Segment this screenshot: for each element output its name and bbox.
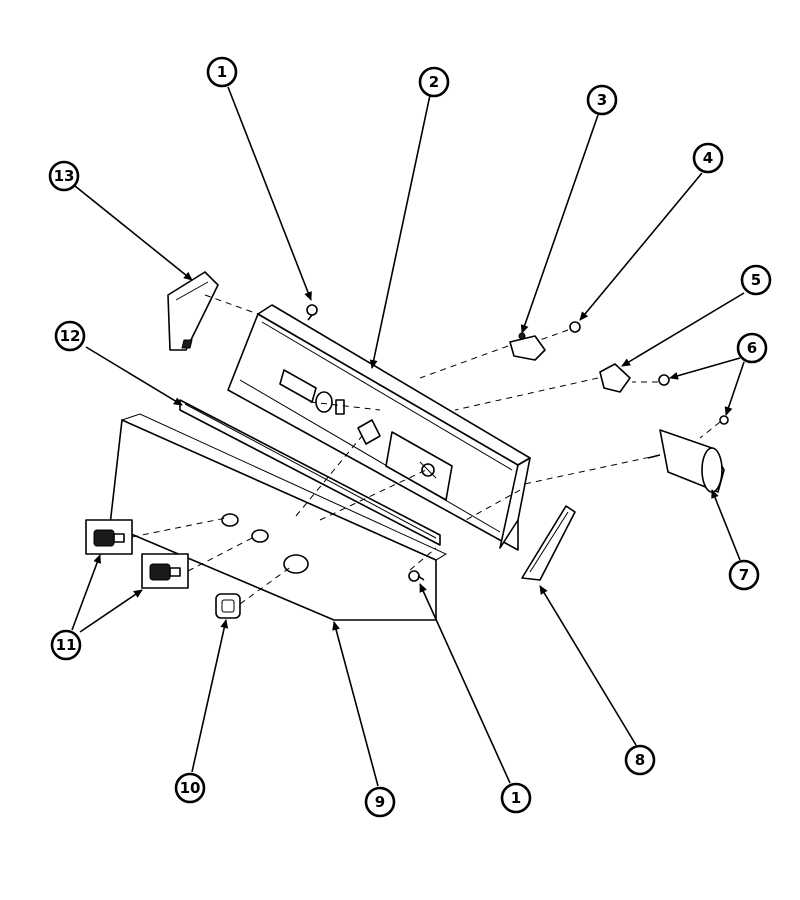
callout-8: 8 <box>624 744 656 776</box>
console-panel <box>227 304 531 551</box>
callout-6: 6 <box>736 332 768 364</box>
trim-strip <box>179 399 441 546</box>
callout-10: 10 <box>174 772 206 804</box>
screw-bottom <box>408 570 425 582</box>
screw-top <box>306 304 318 321</box>
callout-label: 7 <box>739 566 749 584</box>
callout-4: 4 <box>692 142 724 174</box>
timer-part-7 <box>647 429 725 493</box>
knob-box-lower <box>141 553 189 589</box>
left-end-cap <box>167 271 219 351</box>
bracket-part-5 <box>599 363 631 393</box>
callout-label: 2 <box>429 73 439 91</box>
front-panel <box>109 413 448 621</box>
callout-label: 13 <box>54 167 75 185</box>
callout-2: 2 <box>418 66 450 98</box>
callout-12: 12 <box>54 320 86 352</box>
callout-label: 11 <box>56 636 77 654</box>
callout-label: 9 <box>375 793 385 811</box>
callout-5: 5 <box>740 264 772 296</box>
callout-label: 1 <box>217 63 227 81</box>
knob-part-10 <box>215 593 241 619</box>
screw-part-4 <box>569 321 581 333</box>
callout-label: 4 <box>703 149 713 167</box>
screw-part-6b <box>719 415 729 425</box>
callout-1-bottom: 1 <box>500 782 532 814</box>
callout-label: 8 <box>635 751 645 769</box>
callout-1-top: 1 <box>206 56 238 88</box>
callout-11: 11 <box>50 629 82 661</box>
callout-13: 13 <box>48 160 80 192</box>
assembly-lines <box>131 294 721 605</box>
callout-label: 12 <box>60 327 81 345</box>
callout-label: 1 <box>511 789 521 807</box>
callout-label: 5 <box>751 271 761 289</box>
callout-label: 3 <box>597 91 607 109</box>
callout-label: 10 <box>180 779 201 797</box>
callout-7: 7 <box>728 559 760 591</box>
switch-part-3 <box>509 332 546 361</box>
callout-9: 9 <box>364 786 396 818</box>
knob-box-upper <box>85 519 133 555</box>
callout-3: 3 <box>586 84 618 116</box>
leader-lines <box>71 86 745 787</box>
screw-part-6a <box>658 374 670 386</box>
callout-label: 6 <box>747 339 757 357</box>
right-end-cap <box>521 505 576 581</box>
